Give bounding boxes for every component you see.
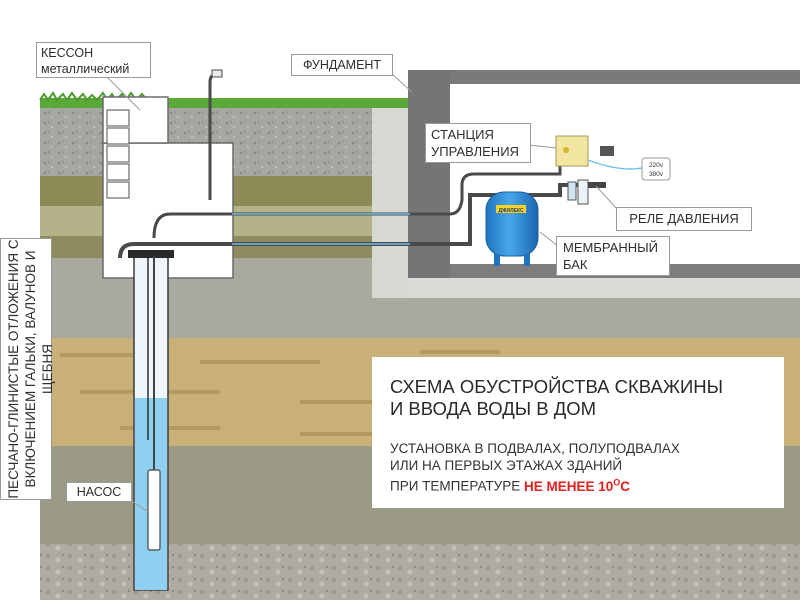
main-title-line2: И ВВОДА ВОДЫ В ДОМ [390,398,597,419]
soil-label-line1: ПЕСЧАНО-ГЛИНИСТЫЕ ОТЛОЖЕНИЯ [6,252,21,499]
voltage-380: 380v [649,171,664,178]
membrane-tank [485,191,539,257]
foundation-label: ФУНДАМЕНТ [291,54,393,76]
note-unit: С [620,478,631,494]
well-head [128,250,174,258]
title-panel [372,357,784,508]
pump-body [147,469,161,551]
note-highlight: НЕ МЕНЕЕ 10ОС [524,477,631,494]
membrane-tank-label: МЕМБРАННЫЙ БАК [556,236,670,276]
pressure-relay-label-text: РЕЛЕ ДАВЛЕНИЯ [629,211,739,226]
foundation-footing [372,278,800,298]
tank-brand-text: ДЖИЛЕКС [498,208,524,214]
foundation-side [372,108,408,298]
vent-cap [211,69,223,78]
install-note-line1: УСТАНОВКА В ПОДВАЛАХ, ПОЛУПОДВАЛАХ [390,441,680,456]
install-note: УСТАНОВКА В ПОДВАЛАХ, ПОЛУПОДВАЛАХ ИЛИ Н… [390,440,770,495]
voltage-220: 220v [649,162,664,169]
control-display [600,146,614,156]
foundation-label-text: ФУНДАМЕНТ [302,58,382,72]
power-cable [587,159,643,170]
note-highlight-value: НЕ МЕНЕЕ 10 [524,478,614,494]
caisson-label-line2: металлический [41,62,130,76]
note-prefix: ПРИ ТЕМПЕРАТУРЕ [390,478,524,494]
manifold [588,182,606,188]
caisson-ladder [106,109,130,199]
pump-label-text: НАСОС [76,485,122,499]
control-station-label: СТАНЦИЯ УПРАВЛЕНИЯ [425,123,531,163]
voltage-badge [641,157,671,181]
install-note-line2: ИЛИ НА ПЕРВЫХ ЭТАЖАХ ЗДАНИЙ [390,458,623,473]
water-pipe-lower [118,193,500,259]
tank-leg-left [494,254,500,266]
control-light [563,147,569,153]
tank-leg-right [524,254,530,266]
install-note-line3: ПРИ ТЕМПЕРАТУРЕ НЕ МЕНЕЕ 10ОС [390,474,770,495]
grass-strip [40,98,408,108]
main-title-line1: СХЕМА ОБУСТРОЙСТВА СКВАЖИНЫ [390,376,723,397]
pump-label: НАСОС [66,482,132,502]
control-station-label-line1: СТАНЦИЯ [431,127,494,142]
caisson-label: КЕССОН металлический [36,42,151,78]
note-degree: О [613,477,621,487]
foundation-wall [408,70,450,282]
pressure-relay-label: РЕЛЕ ДАВЛЕНИЯ [616,207,752,231]
pressure-relay [567,181,577,201]
caisson-label-line1: КЕССОН [41,46,94,60]
main-title: СХЕМА ОБУСТРОЙСТВА СКВАЖИНЫ И ВВОДА ВОДЫ… [390,376,770,420]
membrane-tank-label-line2: БАК [563,257,588,272]
control-station-label-line2: УПРАВЛЕНИЯ [431,144,519,159]
control-station-box [555,135,589,167]
membrane-tank-label-line1: МЕМБРАННЫЙ [563,240,658,255]
soil-label: ПЕСЧАНО-ГЛИНИСТЫЕ ОТЛОЖЕНИЯ С ВКЛЮЧЕНИЕМ… [0,238,55,500]
cable-line-upper [152,160,562,239]
tank-label-plate [496,205,526,213]
house-ceiling [450,70,800,84]
filter-housing [577,179,589,205]
